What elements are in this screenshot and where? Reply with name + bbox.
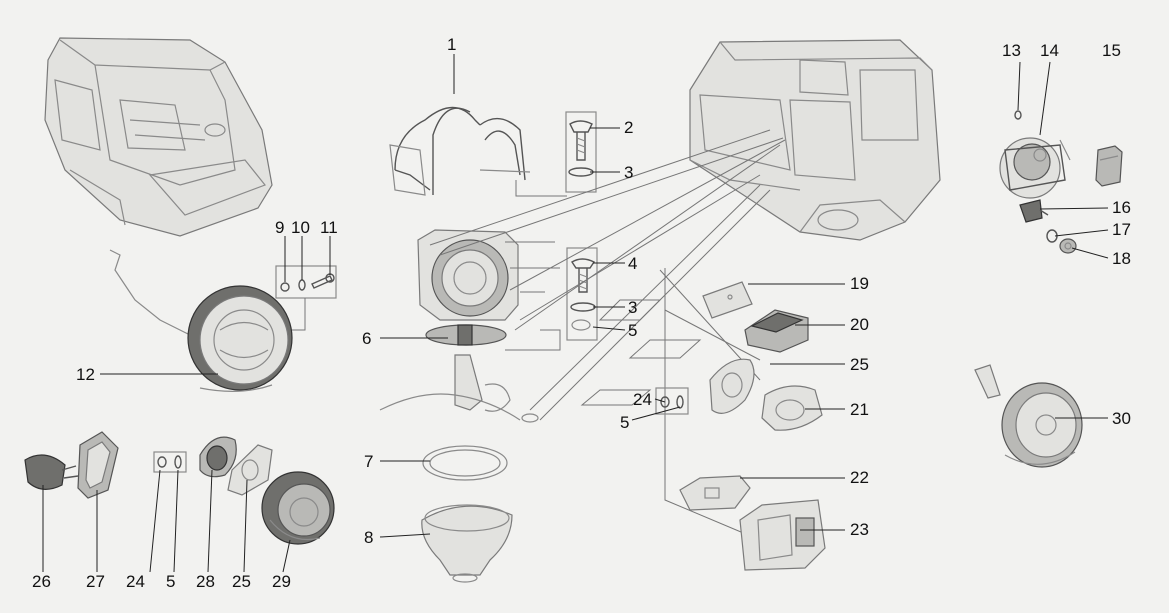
callout-3: 3 <box>628 298 638 317</box>
callout-1: 1 <box>447 35 457 54</box>
vehicle-body-front-view <box>44 37 273 237</box>
callout-12: 12 <box>76 365 95 384</box>
callout-3: 3 <box>624 163 634 182</box>
vehicle-body-rear-view <box>689 39 941 241</box>
callout-20: 20 <box>850 315 869 334</box>
bolt-washer-top <box>515 111 597 197</box>
callout-10: 10 <box>291 218 310 237</box>
indicator-gasket-part <box>77 431 119 499</box>
callout-14: 14 <box>1040 41 1059 60</box>
license-lamp-parts <box>702 281 809 353</box>
callout-11: 11 <box>320 218 338 237</box>
callout-18: 18 <box>1112 249 1131 268</box>
callout-7: 7 <box>364 452 374 471</box>
callout-28: 28 <box>196 572 215 591</box>
gasket-ring-part <box>422 445 508 481</box>
callout-5: 5 <box>620 413 630 432</box>
horn-part <box>974 364 1083 468</box>
side-indicator-part <box>24 454 79 490</box>
callout-16: 16 <box>1112 198 1131 217</box>
switch-part <box>1095 145 1123 187</box>
mounting-cup-part <box>421 504 513 583</box>
headlamp-part <box>109 249 293 392</box>
washer-nut-parts <box>1046 229 1077 254</box>
callout-24: 24 <box>633 390 652 409</box>
callout-25: 25 <box>232 572 251 591</box>
callout-15: 15 <box>1102 41 1121 60</box>
callout-2: 2 <box>624 118 634 137</box>
callout-5: 5 <box>628 321 638 340</box>
callout-22: 22 <box>850 468 869 487</box>
callout-8: 8 <box>364 528 374 547</box>
callout-29: 29 <box>272 572 291 591</box>
connection-lines <box>429 129 786 541</box>
callout-13: 13 <box>1002 41 1021 60</box>
callout-30: 30 <box>1112 409 1131 428</box>
lamp-bracket-parts <box>999 110 1071 223</box>
callout-24: 24 <box>126 572 145 591</box>
small-fasteners-center <box>655 387 689 415</box>
leader-lines <box>42 54 1109 573</box>
callout-6: 6 <box>362 329 372 348</box>
fog-lamp-parts <box>199 436 335 545</box>
rear-lamp-parts <box>679 475 826 571</box>
callout-21: 21 <box>850 400 869 419</box>
callout-25: 25 <box>850 355 869 374</box>
callout-5: 5 <box>166 572 176 591</box>
callout-4: 4 <box>628 254 638 273</box>
callout-17: 17 <box>1112 220 1131 239</box>
work-lamp-assembly <box>379 229 598 423</box>
callout-23: 23 <box>850 520 869 539</box>
roll-bar-part <box>389 106 531 196</box>
side-lamp-parts <box>709 358 823 431</box>
small-fasteners-left <box>153 451 187 473</box>
screw-set-parts <box>275 265 337 331</box>
callout-26: 26 <box>32 572 51 591</box>
callout-19: 19 <box>850 274 869 293</box>
callout-27: 27 <box>86 572 105 591</box>
callout-9: 9 <box>275 218 285 237</box>
